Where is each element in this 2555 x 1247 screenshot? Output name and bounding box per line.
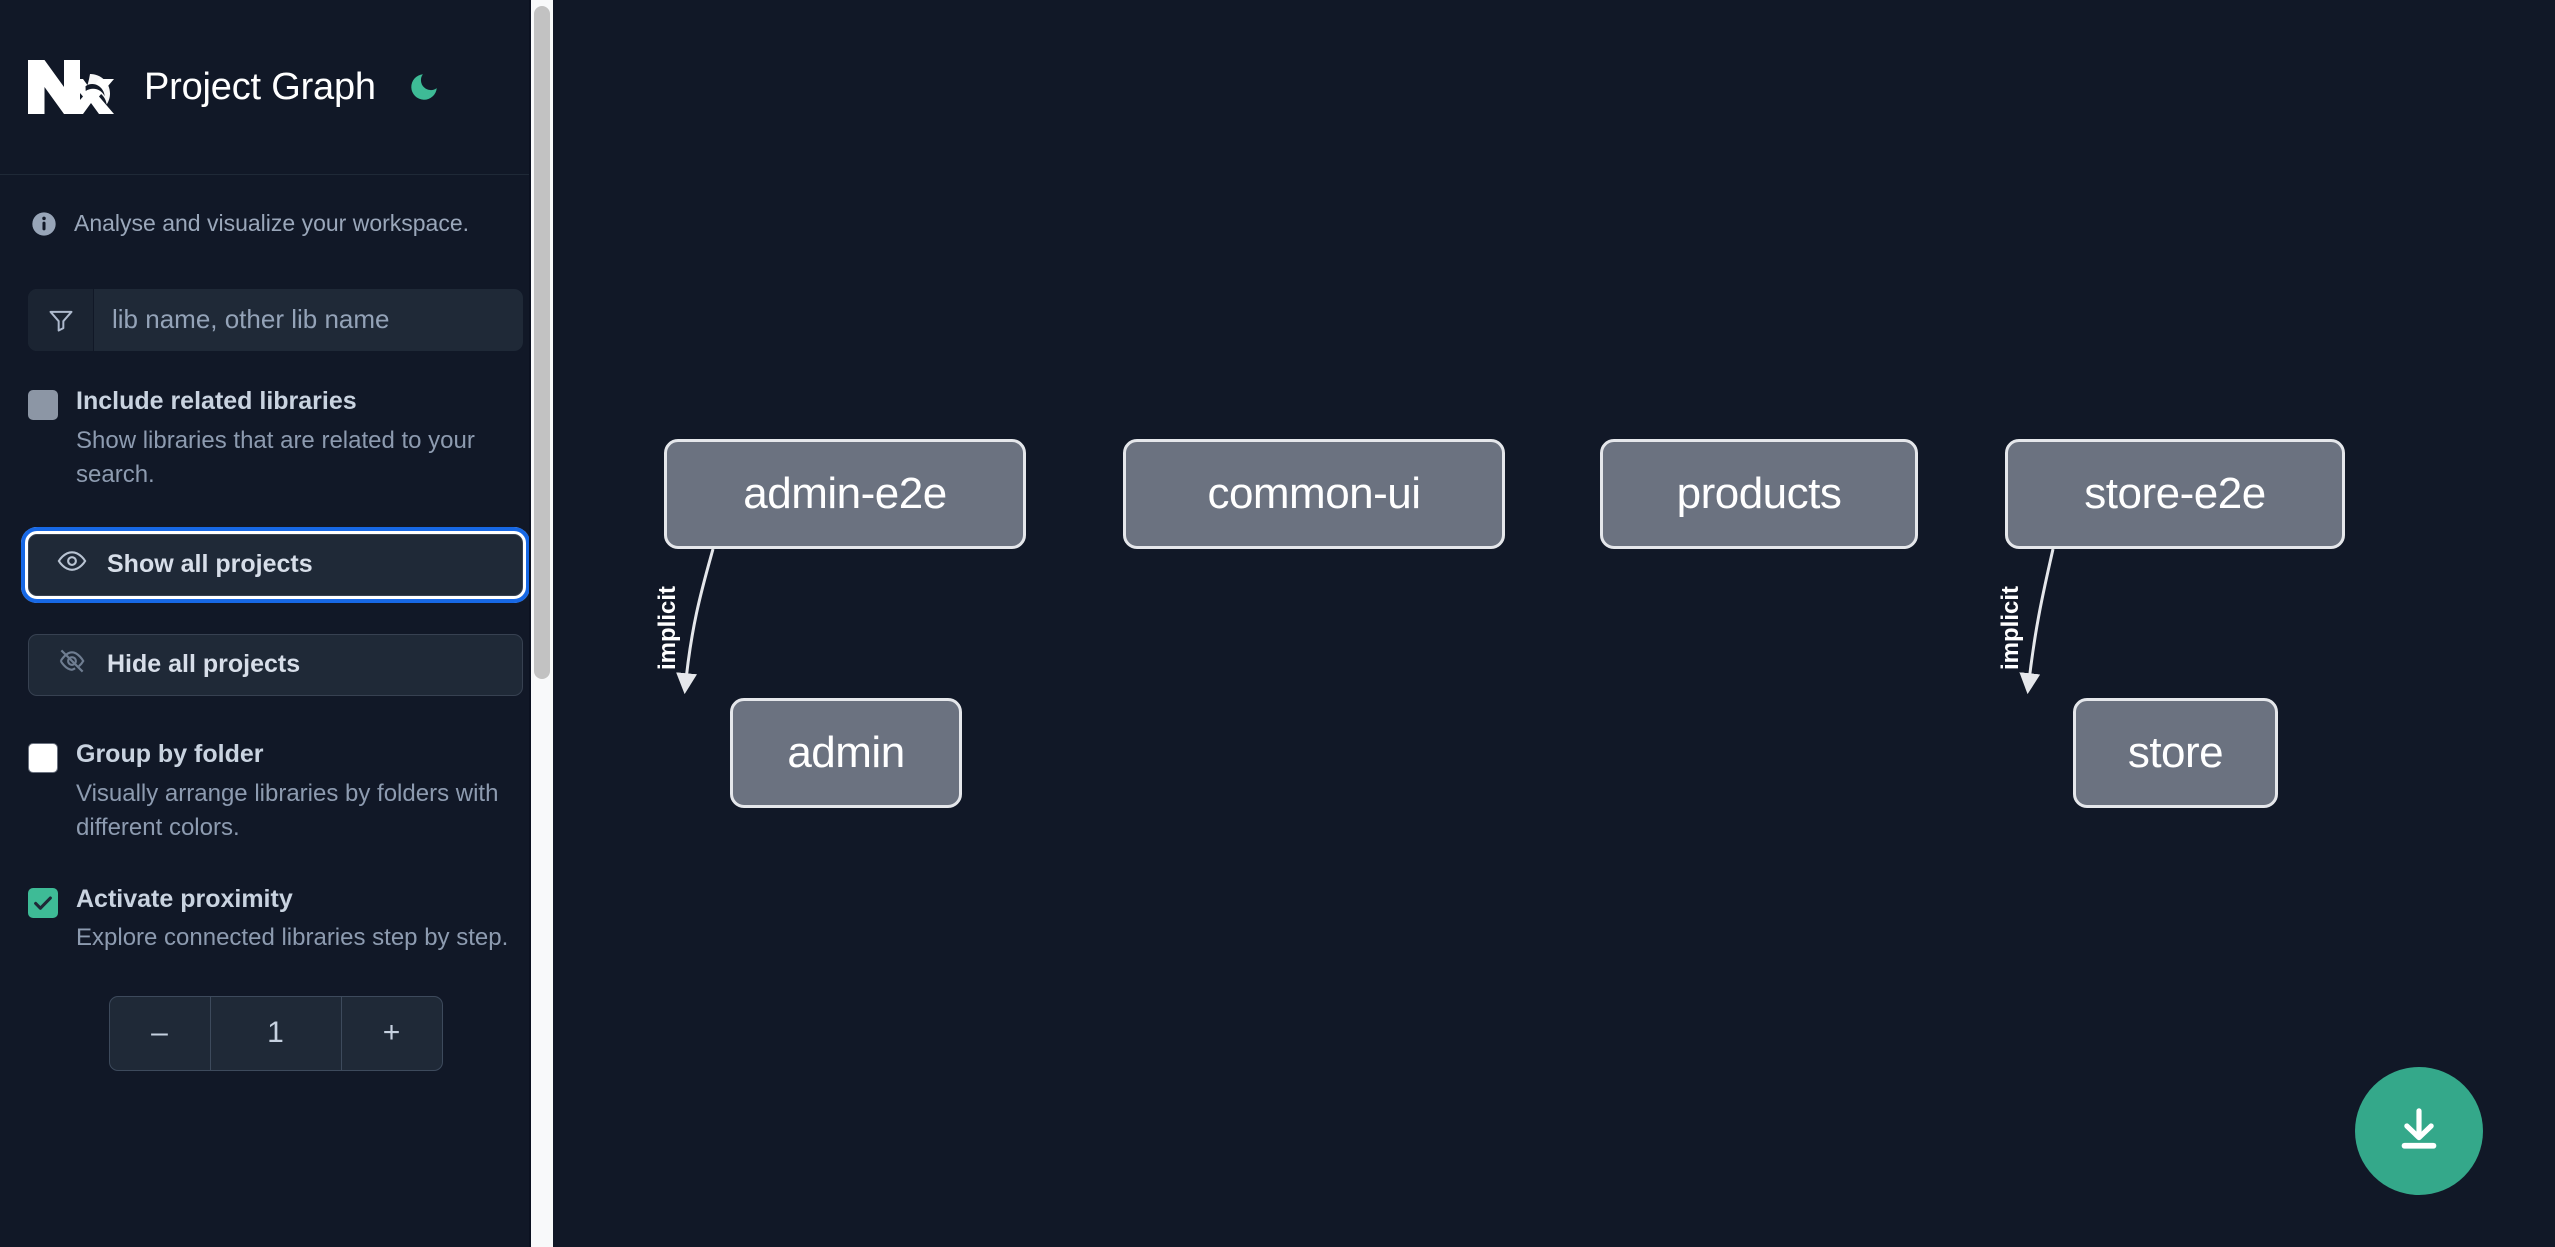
filter-bar[interactable] xyxy=(28,288,523,351)
sidebar-scrollbar[interactable] xyxy=(531,0,553,1247)
eye-icon xyxy=(57,546,87,583)
hide-all-projects-button[interactable]: Hide all projects xyxy=(28,633,523,696)
graph-edges: implicit implicit xyxy=(654,548,2055,695)
option-title: Activate proximity xyxy=(76,884,293,913)
sidebar-body: Analyse and visualize your workspace. In… xyxy=(0,175,553,1071)
graph-node-store[interactable]: store xyxy=(2073,698,2278,808)
edge-label-store: implicit xyxy=(1997,586,2024,670)
search-input[interactable] xyxy=(94,288,523,351)
graph-node-products[interactable]: products xyxy=(1600,439,1918,549)
show-all-projects-button[interactable]: Show all projects xyxy=(21,526,530,603)
sidebar-scrollbar-thumb[interactable] xyxy=(534,6,550,679)
page-title: Project Graph xyxy=(144,65,376,108)
visibility-buttons: Show all projects Hide all projects xyxy=(0,526,553,696)
show-all-projects-label: Show all projects xyxy=(107,550,313,579)
option-title: Group by folder xyxy=(76,739,264,768)
info-circle-icon xyxy=(30,210,58,238)
workspace-info-text: Analyse and visualize your workspace. xyxy=(74,210,470,236)
moon-icon[interactable] xyxy=(404,67,444,107)
nx-logo-icon xyxy=(28,56,124,118)
sidebar: Project Graph Analyse and visualize your… xyxy=(0,0,553,1247)
sidebar-header: Project Graph xyxy=(0,0,553,175)
sidebar-divider xyxy=(529,0,531,1247)
hide-all-projects-label: Hide all projects xyxy=(107,650,301,679)
eye-off-icon xyxy=(57,646,87,683)
workspace-info: Analyse and visualize your workspace. xyxy=(0,175,553,239)
graph-canvas[interactable]: implicit implicit admin-e2e common-ui pr… xyxy=(553,0,2555,1247)
download-graph-button[interactable] xyxy=(2355,1067,2483,1195)
graph-node-store-e2e[interactable]: store-e2e xyxy=(2005,439,2345,549)
option-title: Include related libraries xyxy=(76,386,357,415)
checkbox-activate-proximity[interactable] xyxy=(28,887,58,918)
graph-node-admin-e2e[interactable]: admin-e2e xyxy=(664,439,1026,549)
option-description: Show libraries that are related to your … xyxy=(76,426,475,488)
proximity-increment-button[interactable]: + xyxy=(382,1016,401,1050)
edge-label-admin: implicit xyxy=(654,586,681,670)
checkbox-include-related-libraries[interactable] xyxy=(28,389,58,420)
proximity-stepper: – 1 + xyxy=(0,995,553,1071)
download-icon xyxy=(2392,1103,2446,1160)
graph-node-admin[interactable]: admin xyxy=(730,698,962,808)
option-activate-proximity[interactable]: Activate proximity Explore connected lib… xyxy=(0,883,553,956)
option-description: Explore connected libraries step by step… xyxy=(76,924,509,952)
option-group-by-folder[interactable]: Group by folder Visually arrange librari… xyxy=(0,738,553,845)
funnel-icon xyxy=(28,288,94,351)
checkbox-group-by-folder[interactable] xyxy=(28,742,58,773)
graph-node-common-ui[interactable]: common-ui xyxy=(1123,439,1505,549)
proximity-decrement-button[interactable]: – xyxy=(151,1016,168,1050)
option-include-related-libraries[interactable]: Include related libraries Show libraries… xyxy=(0,385,553,492)
option-description: Visually arrange libraries by folders wi… xyxy=(76,779,499,841)
proximity-value: 1 xyxy=(209,996,342,1070)
